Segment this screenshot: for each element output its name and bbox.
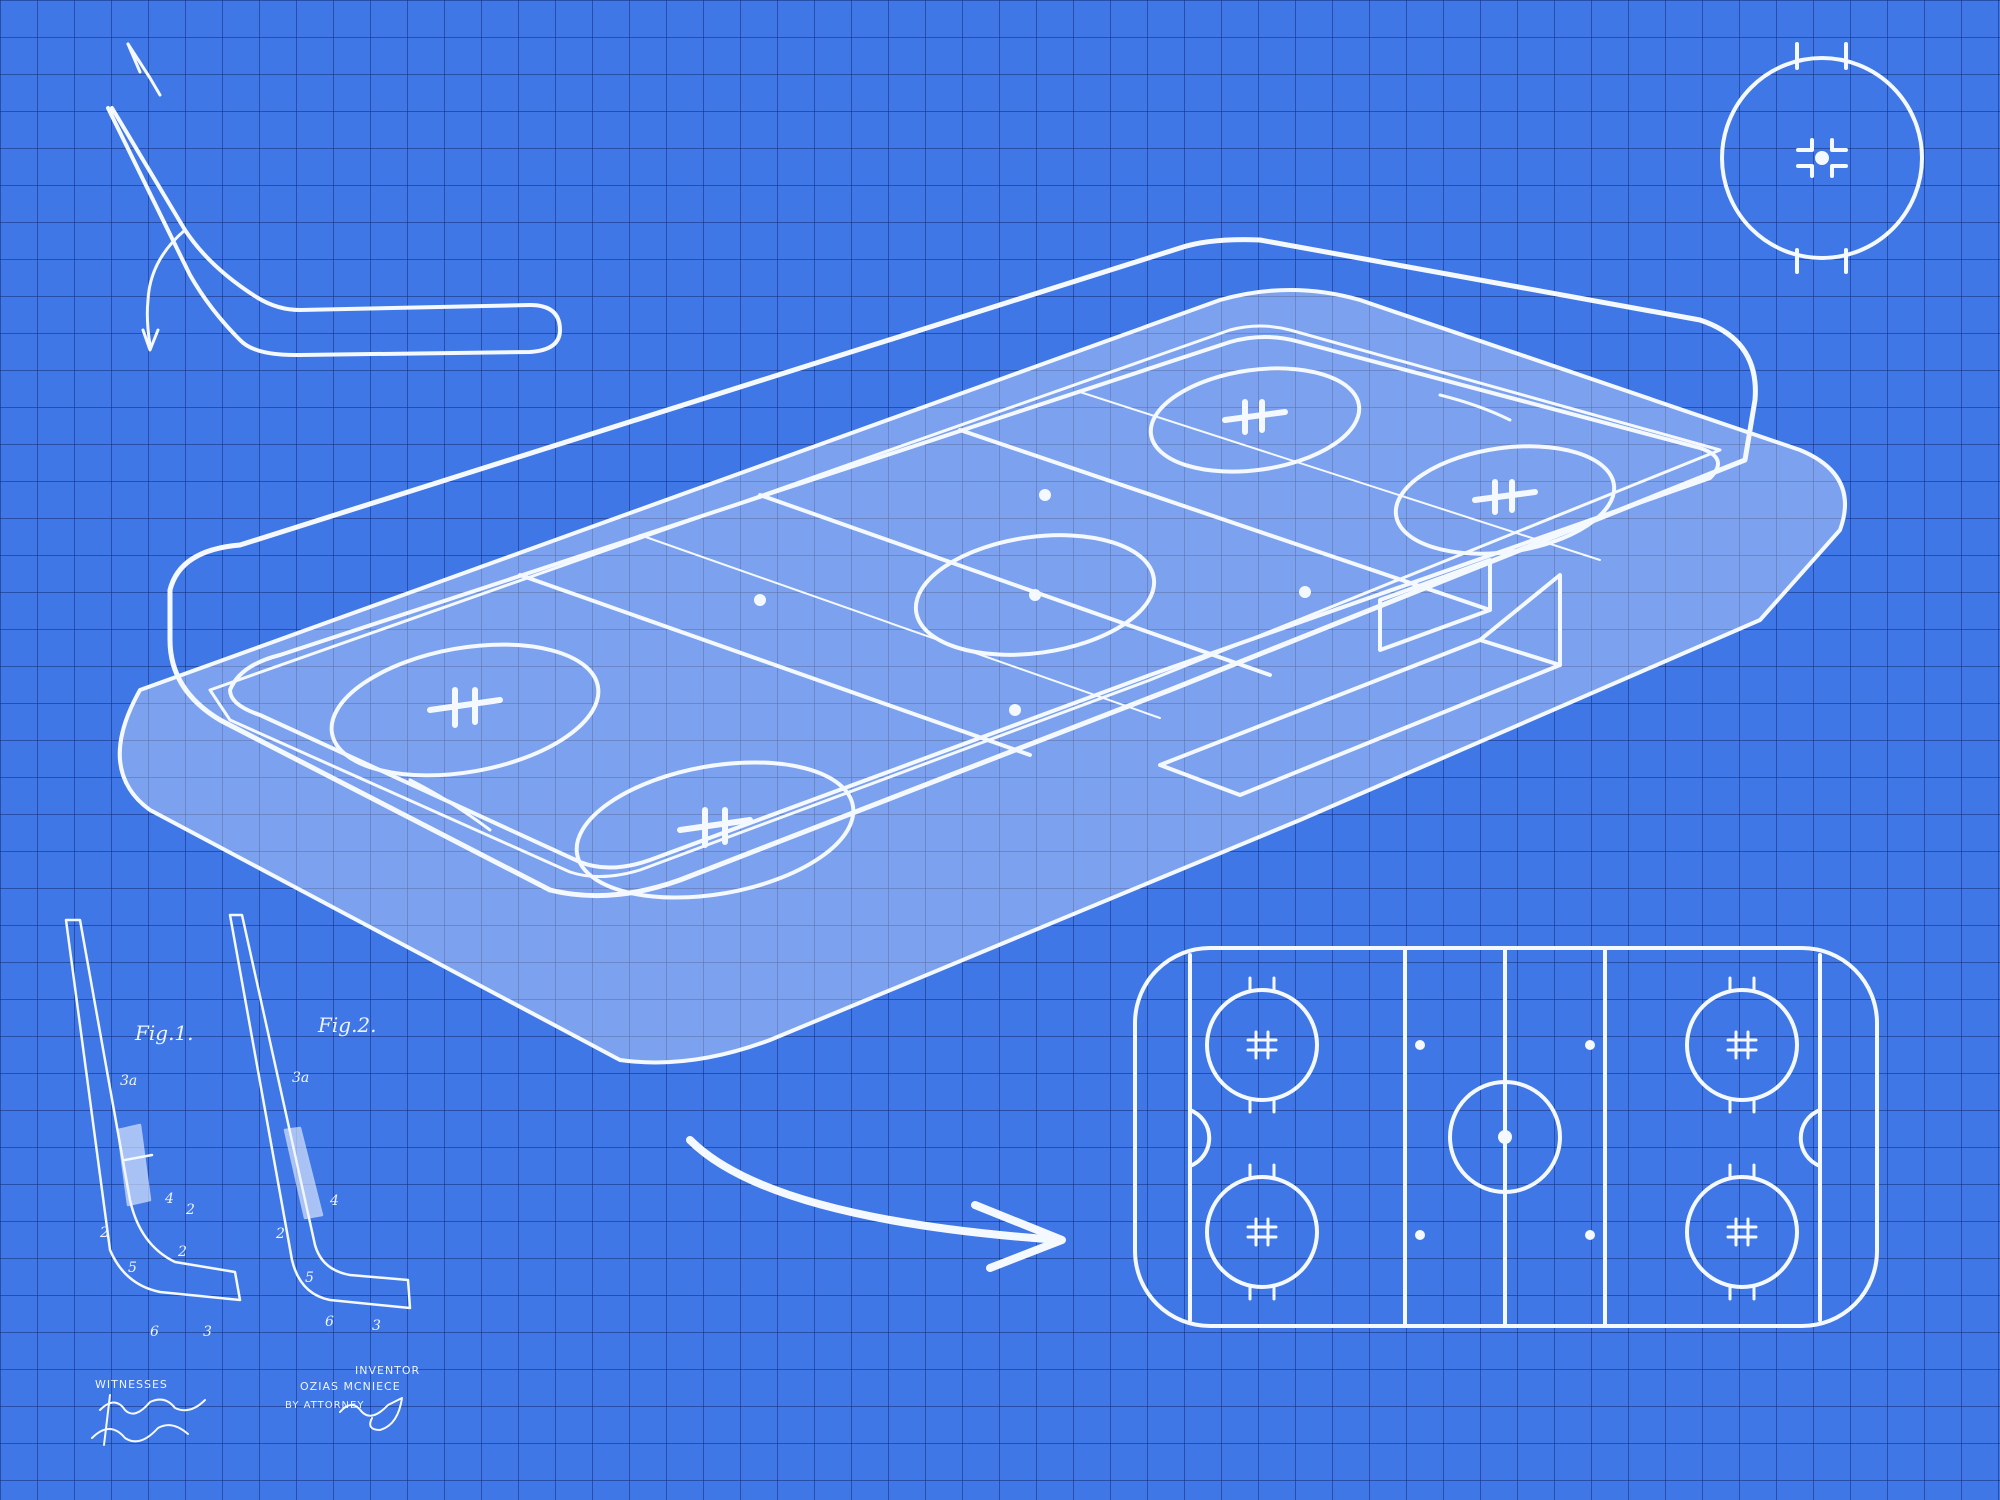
part-label: 6 [325,1314,334,1330]
part-label: 2 [99,1225,109,1241]
part-label: 3a [292,1070,309,1086]
part-label: 2 [185,1202,195,1218]
fig1-label: Fig.1. [134,1021,194,1045]
part-label: 3 [372,1318,381,1334]
part-label: 6 [150,1324,159,1340]
part-label: 5 [128,1260,137,1276]
part-label: 4 [329,1193,339,1209]
witnesses-label: WITNESSES [95,1378,168,1391]
inventor-label: INVENTOR [355,1364,420,1377]
attorney-signature [339,1397,403,1431]
hockey-rink-icon [1133,946,1879,1328]
part-label: 3 [203,1324,212,1340]
part-label: 3a [120,1073,137,1089]
hockey-stick-icon [106,42,562,358]
part-label: 2 [177,1244,187,1260]
attorney-label: BY ATTORNEY [285,1400,364,1411]
arrow-icon [686,1136,1066,1272]
witness-signature [91,1394,206,1446]
inventor-name: OZIAS MCNIECE [300,1380,401,1393]
part-label: 5 [305,1270,314,1286]
faceoff-circle-icon [1720,42,1924,274]
fig2-label: Fig.2. [317,1013,377,1037]
patent-drawing: Fig.1. Fig.2. 3a 4 2 2 2 5 6 3 3a 4 2 5 … [64,913,420,1446]
part-label: 2 [275,1226,285,1242]
isometric-rink-illustration [117,237,1847,1065]
part-label: 4 [164,1191,174,1207]
